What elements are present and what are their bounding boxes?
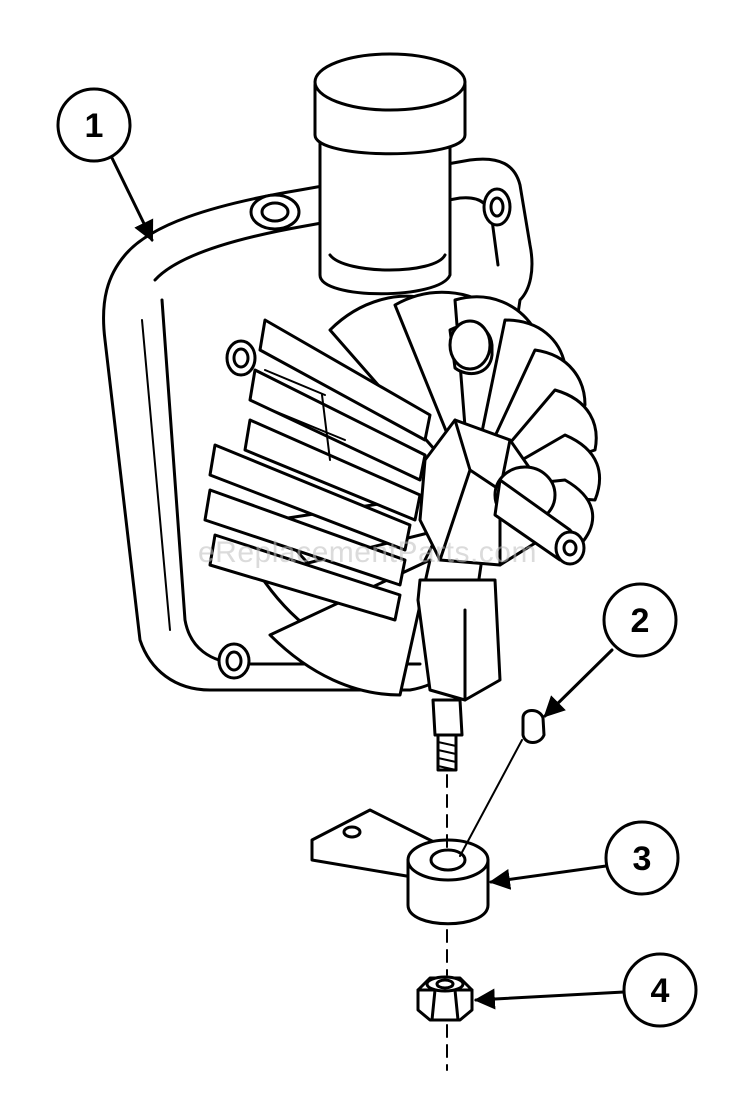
housing-bolts <box>217 187 512 680</box>
assembly-centerlines <box>446 739 523 1071</box>
callout-4: 4 <box>473 952 698 1028</box>
part-2-pin <box>521 709 546 744</box>
watermark-text: eReplacementParts.com <box>198 536 537 569</box>
svg-text:2: 2 <box>631 602 650 640</box>
svg-text:3: 3 <box>633 840 652 878</box>
svg-text:4: 4 <box>651 972 670 1010</box>
cylinder-cap <box>313 52 494 376</box>
hub-shaft <box>418 418 586 567</box>
callout-3: 3 <box>488 820 680 896</box>
callout-2: 2 <box>543 582 678 718</box>
part-3-bracket <box>310 808 490 926</box>
svg-text:1: 1 <box>85 107 104 145</box>
side-fins <box>203 318 432 622</box>
part-1-motor-head <box>102 52 602 772</box>
mount-block <box>416 578 502 772</box>
callout-1: 1 <box>56 87 154 242</box>
part-4-nut <box>416 975 474 1022</box>
